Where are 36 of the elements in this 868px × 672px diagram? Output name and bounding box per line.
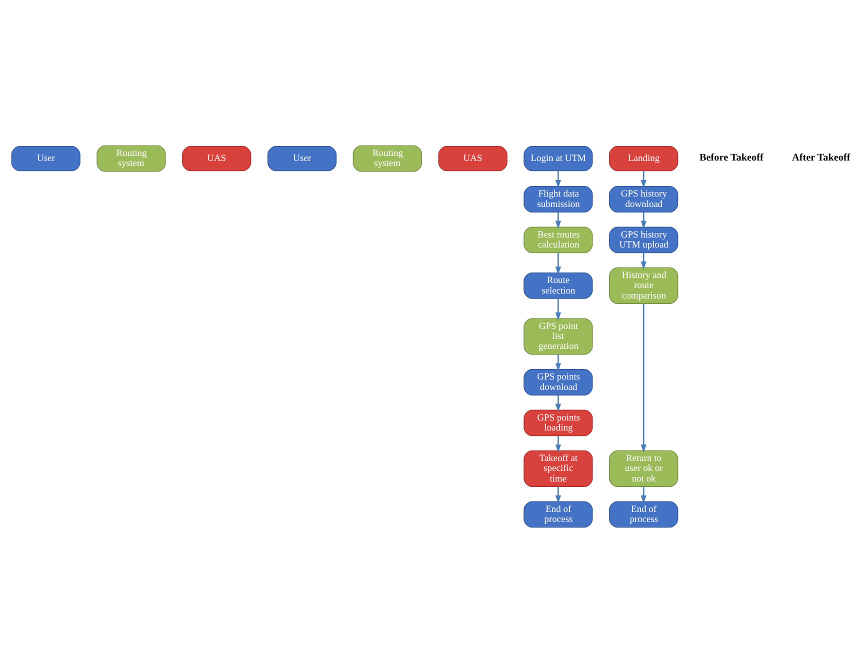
node-box: GPS history UTM upload bbox=[609, 226, 678, 253]
label: Before Takeoff bbox=[700, 152, 764, 163]
node-box: Routing system bbox=[96, 144, 166, 172]
node-box: History and route comparison bbox=[609, 266, 678, 304]
node-box: Routing system bbox=[352, 144, 422, 172]
arrow bbox=[555, 212, 562, 228]
node-box: Flight data submission bbox=[524, 186, 593, 212]
node-box: UAS bbox=[182, 146, 252, 171]
label: After Takeoff bbox=[792, 152, 850, 163]
node-box: Return to user ok or not ok bbox=[609, 450, 678, 486]
node-box: Route selection bbox=[524, 272, 593, 298]
node-box: User bbox=[11, 146, 80, 171]
arrow bbox=[640, 212, 646, 228]
node-box: Takeoff at specific time bbox=[524, 450, 593, 486]
arrow bbox=[555, 170, 562, 188]
node-box: UAS bbox=[438, 146, 508, 171]
arrow bbox=[555, 435, 562, 452]
arrow bbox=[555, 354, 562, 371]
arrow bbox=[640, 303, 646, 452]
arrow bbox=[555, 486, 562, 504]
node-box: GPS points loading bbox=[524, 409, 593, 436]
arrow bbox=[640, 170, 646, 188]
node-box: Login at UTM bbox=[524, 146, 593, 171]
node-box: End of process bbox=[609, 500, 678, 528]
arrow bbox=[555, 394, 562, 412]
node-box: GPS point list generation bbox=[524, 318, 593, 354]
node-box: Best routes calculation bbox=[524, 226, 593, 253]
node-box: GPS history download bbox=[609, 186, 678, 212]
node-box: End of process bbox=[524, 500, 593, 528]
arrow bbox=[555, 298, 562, 320]
arrow bbox=[640, 252, 646, 270]
node-box: GPS points download bbox=[524, 368, 593, 395]
arrow bbox=[640, 486, 646, 504]
node-box: User bbox=[267, 146, 337, 171]
node-box: Landing bbox=[609, 146, 678, 171]
arrow bbox=[555, 252, 562, 274]
